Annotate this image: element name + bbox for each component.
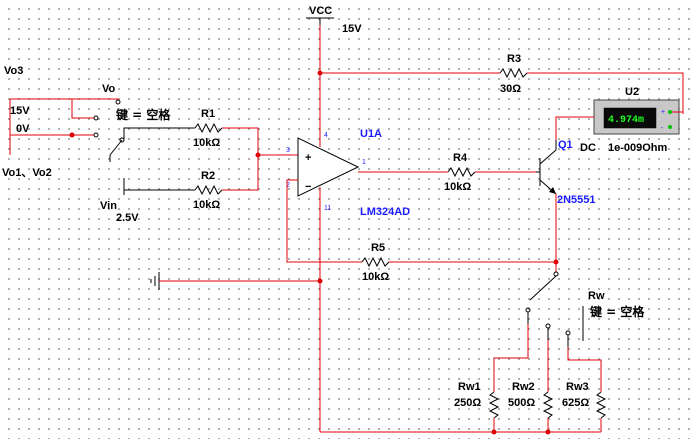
opamp-model: LM324AD: [360, 206, 410, 218]
r3-value: 30Ω: [500, 83, 521, 95]
u2-name: U2: [625, 86, 639, 98]
vcc-label: VCC: [309, 5, 332, 17]
resistor-r1[interactable]: R1 10kΩ: [193, 108, 223, 149]
in1-value: 15V: [10, 105, 30, 117]
wire-to-rw3: [567, 347, 602, 392]
rw-contact-3: [565, 330, 571, 336]
r4-name: R4: [453, 152, 468, 164]
vo-switch-name: Vo: [102, 83, 116, 95]
pin-1: 1: [362, 159, 366, 166]
rw2-name: Rw2: [512, 381, 535, 393]
wire-vo3-in: [10, 98, 94, 119]
r1-name: R1: [201, 108, 215, 120]
resistor-rw1[interactable]: Rw1 250Ω: [454, 381, 500, 419]
rw-contact-1: [525, 307, 531, 313]
wire-feedback: [286, 179, 362, 263]
meter-terminal-minus[interactable]: [668, 125, 672, 129]
wire-meter-plus: [672, 111, 684, 114]
vo-key-hint: 键 = 空格: [115, 107, 171, 122]
junction-ground: [317, 278, 323, 284]
wire-meter-collector: [555, 116, 594, 140]
rw3-value: 625Ω: [562, 397, 589, 409]
opamp-u1a[interactable]: + − U1A LM324AD 4 3 2 1 11: [286, 128, 410, 218]
resistor-r3[interactable]: R3 30Ω: [499, 53, 528, 95]
q1-model: 2N5551: [557, 194, 596, 206]
transistor-q1[interactable]: Q1 2N5551: [536, 139, 596, 206]
q1-name: Q1: [558, 139, 573, 151]
svg-text:+: +: [661, 109, 665, 116]
wire-r1-r2-sum: [222, 127, 259, 191]
rw-contact-common: [553, 271, 559, 277]
r2-value: 10kΩ: [193, 199, 220, 211]
vo3-label: Vo3: [4, 65, 23, 77]
resistor-r2[interactable]: R2 10kΩ: [193, 170, 223, 211]
voltage-source-vin[interactable]: Vin 2.5V: [100, 178, 139, 224]
junction-bus-1: [491, 429, 497, 435]
vo-contact-3: [93, 132, 99, 138]
rw-contact-2: [545, 323, 551, 329]
pin-11: 11: [324, 205, 331, 212]
meter-setting: 1e-009Ohm: [608, 142, 668, 154]
r1-value: 10kΩ: [193, 137, 220, 149]
vcc-value: 15V: [342, 23, 362, 35]
r3-name: R3: [507, 53, 521, 65]
resistor-r5[interactable]: R5 10kΩ: [361, 242, 390, 283]
pin-2: 2: [286, 182, 290, 189]
rw-key-hint: 键 = 空格: [589, 304, 645, 319]
r2-name: R2: [201, 170, 215, 182]
r5-name: R5: [371, 242, 385, 254]
ohmmeter-u2[interactable]: U2 4.974m + - DC 1e-009Ohm: [580, 86, 680, 154]
wire-switch-r1: [123, 127, 195, 140]
ground-symbol: [150, 272, 160, 290]
wire-vo3-top: [72, 98, 119, 100]
vo-contact-1: [115, 99, 121, 105]
in2-value: 0V: [16, 123, 30, 135]
junction-bus-2: [545, 429, 551, 435]
vin-value: 2.5V: [116, 212, 139, 224]
rw3-name: Rw3: [566, 381, 589, 393]
resistor-rw2[interactable]: Rw2 500Ω: [508, 381, 554, 419]
rw2-value: 500Ω: [508, 397, 535, 409]
opamp-name: U1A: [360, 128, 382, 140]
meter-reading: 4.974m: [608, 115, 644, 126]
pin-4: 4: [324, 132, 328, 139]
rw-blade[interactable]: [529, 275, 557, 301]
meter-display: [603, 107, 657, 129]
resistor-rw3[interactable]: Rw3 625Ω: [562, 381, 607, 419]
meter-mode: DC: [580, 142, 596, 154]
rw-switch-name: Rw: [588, 290, 605, 302]
r5-value: 10kΩ: [362, 271, 389, 283]
r4-value: 10kΩ: [444, 181, 471, 193]
vo-contact-2: [93, 115, 99, 121]
junction-vo1: [69, 132, 75, 138]
pin-3: 3: [286, 147, 290, 154]
vin-name: Vin: [100, 200, 117, 212]
vo-blade[interactable]: [109, 139, 123, 156]
switch-vo[interactable]: Vo3 15V 0V Vo1、Vo2 Vo 键 = 空格: [2, 65, 171, 179]
switch-rw[interactable]: Rw 键 = 空格: [525, 271, 645, 341]
opamp-minus-sign: −: [305, 181, 311, 193]
vo1-vo2-label: Vo1、Vo2: [2, 167, 52, 179]
meter-terminal-plus[interactable]: [668, 110, 672, 114]
vcc-supply[interactable]: VCC 15V: [306, 5, 362, 35]
resistor-r4[interactable]: R4 10kΩ: [444, 152, 476, 193]
rw1-name: Rw1: [458, 381, 481, 393]
wire-r3-meter: [527, 72, 684, 114]
svg-text:-: -: [661, 125, 664, 132]
opamp-plus-sign: +: [305, 152, 311, 164]
rw1-value: 250Ω: [454, 397, 481, 409]
wire-to-rw1: [493, 324, 529, 392]
